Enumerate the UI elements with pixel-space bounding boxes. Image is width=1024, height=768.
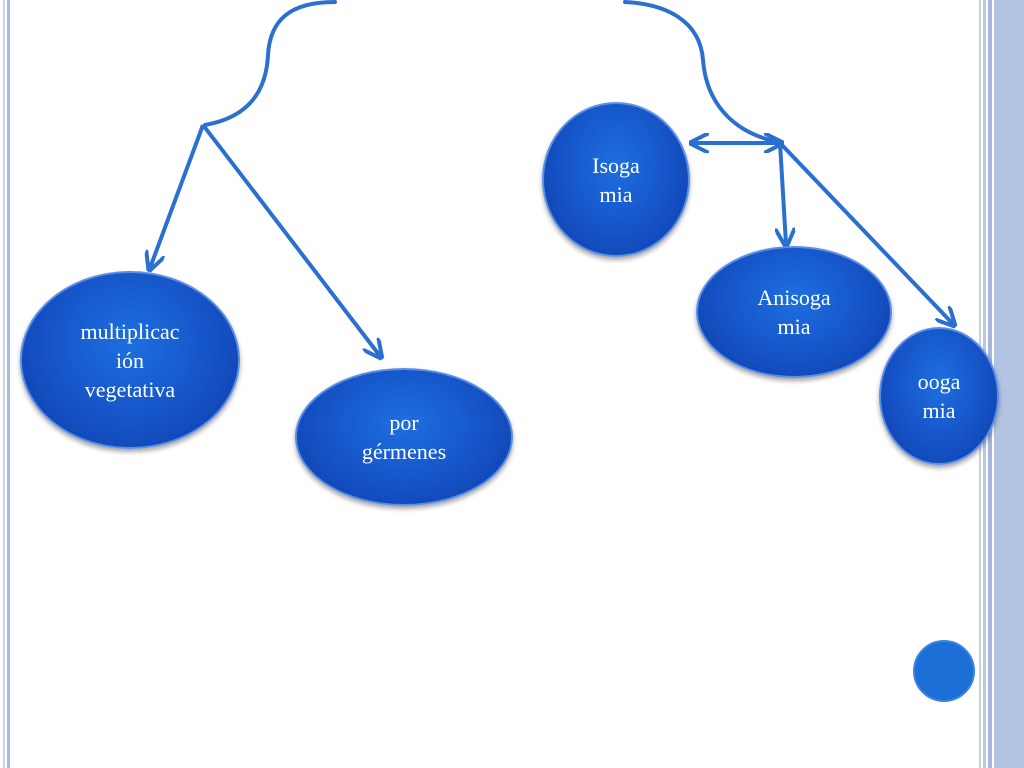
arrow-to-multiplicacion xyxy=(150,124,205,268)
right-brace-connector xyxy=(623,0,780,144)
node-label: Anisoga mia xyxy=(757,285,831,339)
node-oogamia: ooga mia xyxy=(879,327,999,465)
arrow-to-anisogamia xyxy=(780,142,786,244)
node-label: multiplicac ión vegetativa xyxy=(80,318,180,402)
node-label: ooga mia xyxy=(917,369,961,423)
arrow-to-oogamia xyxy=(778,141,953,324)
slide-left-border xyxy=(0,0,13,768)
node-anisogamia: Anisoga mia xyxy=(696,246,892,378)
left-brace-connector xyxy=(203,0,337,127)
node-multiplicacion-vegetativa: multiplicac ión vegetativa xyxy=(20,271,240,449)
node-label: por gérmenes xyxy=(361,410,447,464)
node-label: Isoga mia xyxy=(592,152,640,207)
node-isogamia: Isoga mia xyxy=(542,102,690,257)
arrow-to-germenes xyxy=(201,123,380,356)
node-por-germenes: por gérmenes xyxy=(295,368,513,506)
decorative-circle xyxy=(913,640,975,702)
